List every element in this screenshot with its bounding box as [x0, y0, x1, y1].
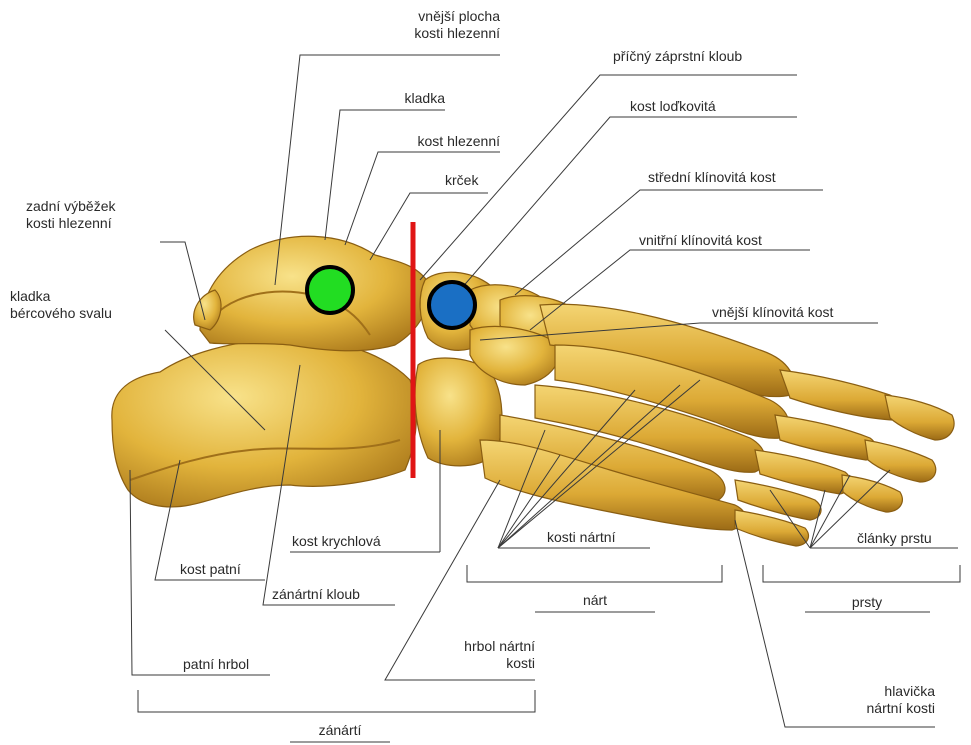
label-line: kosti hlezenní	[330, 25, 500, 42]
leader-kladka	[325, 110, 445, 240]
label-hrbol-nartni: hrbol nártní kosti	[415, 638, 535, 672]
bones	[112, 236, 954, 546]
label-vnejsi-plocha: vnější plocha kosti hlezenní	[330, 8, 500, 42]
label-kladka-svalu: kladka bércového svalu	[10, 288, 112, 322]
bracket-nart	[467, 565, 722, 582]
phalanx-proximal-1	[780, 370, 902, 420]
label-stredni-klinovita: střední klínovitá kost	[648, 169, 776, 186]
label-patni-hrbol: patní hrbol	[183, 656, 249, 673]
green-marker	[307, 267, 353, 313]
label-prsty: prsty	[827, 594, 907, 611]
label-line: nártní kosti	[805, 700, 935, 717]
label-line: bércového svalu	[10, 305, 112, 322]
label-vnejsi-klinovita: vnější klínovitá kost	[712, 304, 833, 321]
label-vnitrni-klinovita: vnitřní klínovitá kost	[639, 232, 762, 249]
leader-krcek	[370, 193, 488, 260]
bracket-zanarti	[138, 690, 535, 712]
label-clanky-prstu: články prstu	[857, 530, 932, 547]
label-zanartni-kloub: zánártní kloub	[272, 586, 360, 603]
label-kost-hlezenni: kost hlezenní	[330, 133, 500, 150]
leader-kost-hlezenni	[345, 152, 500, 245]
phalanx-proximal-2	[775, 415, 876, 460]
phalanx-distal-3	[842, 475, 902, 512]
label-line: hlavička	[805, 683, 935, 700]
label-hlavicka: hlavička nártní kosti	[805, 683, 935, 717]
label-nart: nárt	[555, 592, 635, 609]
label-pricny-zaprstni-kloub: příčný záprstní kloub	[613, 48, 742, 65]
calcaneus-bone	[112, 338, 417, 507]
label-line: kosti	[415, 655, 535, 672]
label-zanarti: zánártí	[290, 722, 390, 739]
label-kost-patni: kost patní	[180, 561, 241, 578]
label-zadni-vybezek: zadní výběžek kosti hlezenní	[26, 198, 116, 232]
phalanx-distal-2	[865, 440, 936, 482]
label-line: vnější plocha	[330, 8, 500, 25]
label-kladka: kladka	[330, 90, 445, 107]
label-line: kladka	[10, 288, 112, 305]
label-kosti-nartni: kosti nártní	[547, 529, 615, 546]
bracket-prsty	[763, 565, 960, 582]
label-kost-lodkovita: kost loďkovitá	[630, 98, 716, 115]
label-line: zadní výběžek	[26, 198, 116, 215]
label-line: kosti hlezenní	[26, 215, 116, 232]
phalanx-distal-1	[885, 395, 954, 440]
label-kost-krychlova: kost krychlová	[292, 533, 381, 550]
label-krcek: krček	[445, 172, 478, 189]
label-line: hrbol nártní	[415, 638, 535, 655]
blue-marker	[429, 282, 475, 328]
leader-lodkovita	[460, 117, 797, 290]
